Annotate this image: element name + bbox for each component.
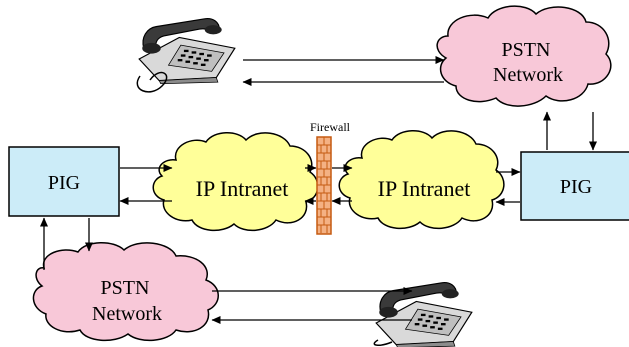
- ip-intranet-left-label: IP Intranet: [196, 176, 289, 201]
- pstn-bottom-label-line2: Network: [92, 303, 162, 325]
- pstn-top-label-line2: Network: [493, 64, 563, 86]
- ip-intranet-right-label: IP Intranet: [378, 176, 471, 201]
- pstn-bottom-label-line1: PSTN: [101, 277, 150, 299]
- telephone-icon-bottom: [373, 282, 473, 347]
- pig-box-left: PIG: [8, 146, 120, 217]
- pstn-cloud-bottom: PSTN Network: [32, 242, 219, 342]
- firewall-wall: [316, 136, 332, 235]
- pig-right-label: PIG: [560, 176, 592, 198]
- telephone-icon-top: [136, 18, 236, 93]
- firewall-label: Firewall: [310, 120, 351, 134]
- pig-box-right: PIG: [520, 151, 629, 221]
- ip-intranet-cloud-left: IP Intranet: [152, 132, 319, 232]
- pstn-cloud-top: PSTN Network: [436, 5, 612, 107]
- ip-intranet-cloud-right: IP Intranet: [338, 130, 505, 230]
- pstn-top-label-line1: PSTN: [502, 39, 551, 61]
- pig-left-label: PIG: [48, 172, 80, 194]
